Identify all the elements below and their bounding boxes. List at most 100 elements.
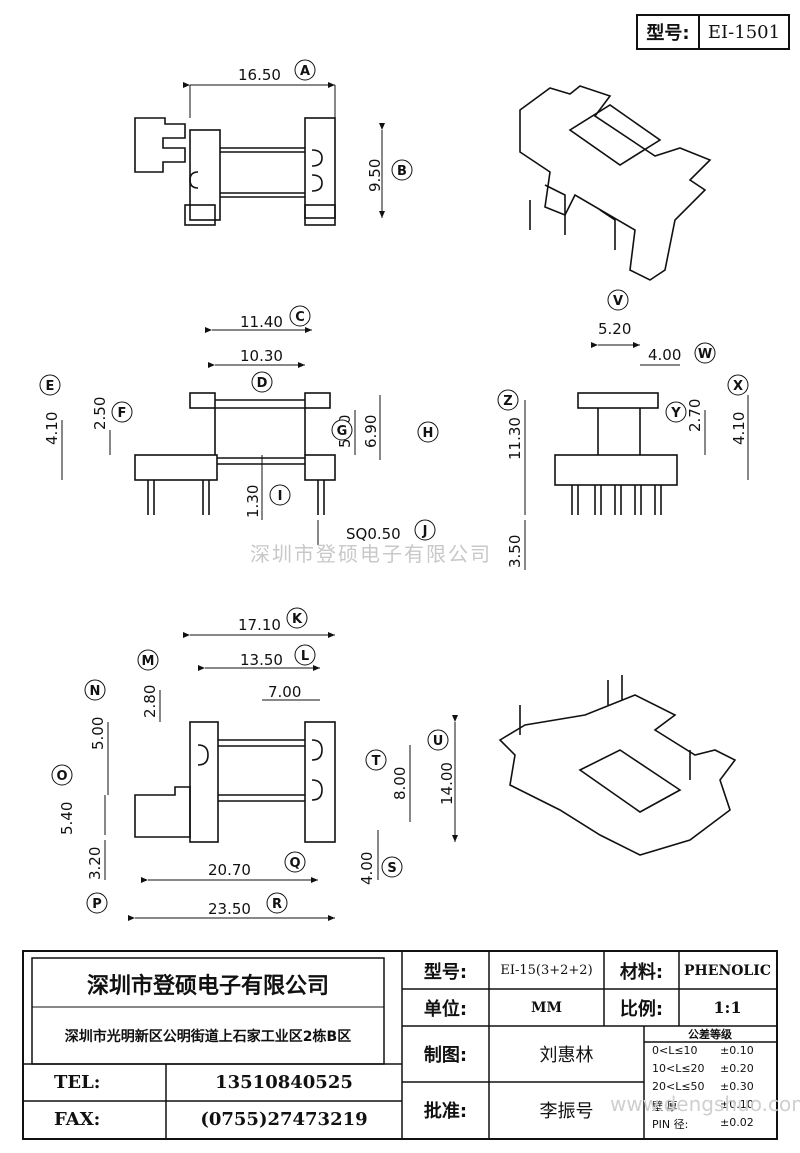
svg-text:A: A: [300, 64, 310, 79]
label-g-circle: G: [331, 419, 353, 441]
unit-value: MM: [531, 999, 562, 1016]
label-p-circle: P: [86, 892, 108, 914]
iso-view-bottom: [498, 675, 737, 856]
material-label: 材料:: [619, 961, 664, 983]
scale-label: 比例:: [619, 998, 664, 1020]
svg-text:C: C: [295, 310, 305, 325]
label-m-circle: M: [137, 649, 159, 671]
dim-d-value: 10.30: [240, 347, 283, 365]
svg-text:N: N: [90, 684, 101, 699]
dim-c-value: 11.40: [240, 313, 283, 331]
dim-n-value: 5.00: [89, 717, 107, 750]
dim-t-value: 8.00: [391, 767, 409, 800]
svg-text:I: I: [278, 489, 283, 504]
label-c-circle: C: [289, 305, 311, 327]
approved-label: 批准:: [423, 1101, 468, 1122]
svg-text:H: H: [423, 426, 434, 441]
tolerance-row: 0<L≤10±0.10: [652, 1044, 754, 1057]
svg-text:U: U: [433, 734, 444, 749]
svg-text:Z: Z: [503, 394, 512, 409]
label-h-circle: H: [417, 421, 439, 443]
model-label-tb: 型号:: [423, 961, 468, 983]
dim-b-value: 9.50: [366, 159, 384, 192]
unit-label: 单位:: [423, 998, 468, 1020]
dim-o-value: 7.00: [268, 683, 301, 701]
svg-text:M: M: [142, 654, 155, 669]
dim-v-value: 5.20: [598, 320, 631, 338]
technical-drawing: 16.50 11.40 10.30 SQ0.50 5.20 4.00 17.10…: [39, 59, 749, 921]
tolerance-title: 公差等级: [688, 1028, 732, 1041]
tolerance-table: 0<L≤10±0.10 10<L≤20±0.20 20<L≤50±0.30 壁 …: [652, 1044, 774, 1134]
svg-text:K: K: [292, 612, 303, 627]
drawn-value: 刘惠林: [539, 1045, 594, 1066]
svg-text:Q: Q: [289, 856, 300, 871]
model-value-tb: EI-15(3+2+2): [500, 963, 593, 978]
label-l-circle: L: [294, 644, 316, 666]
dim-l-value: 13.50: [240, 651, 283, 669]
tolerance-row: PIN 径:±0.02: [652, 1116, 754, 1131]
material-value: PHENOLIC: [684, 962, 771, 979]
dim-p-value: 3.20: [86, 847, 104, 880]
label-s-circle: S: [381, 856, 403, 878]
company-address: 深圳市光明新区公明街道上石家工业区2栋B区: [64, 1029, 352, 1045]
svg-text:O: O: [56, 769, 67, 784]
label-f-circle: F: [111, 401, 133, 423]
svg-text:L: L: [301, 649, 309, 664]
side-view: [554, 392, 678, 515]
dim-z-value: 11.30: [506, 417, 524, 460]
front-view: [134, 392, 336, 515]
tel-label: TEL:: [54, 1072, 101, 1093]
tolerance-row: 10<L≤20±0.20: [652, 1062, 754, 1075]
label-r-circle: R: [266, 892, 288, 914]
label-a-circle: A: [294, 59, 316, 81]
label-b-circle: B: [391, 159, 413, 181]
approved-value: 李振号: [539, 1101, 594, 1122]
dim-x-value: 4.10: [730, 412, 748, 445]
label-o-circle: O: [51, 764, 73, 786]
svg-text:T: T: [372, 754, 381, 769]
svg-text:S: S: [387, 861, 396, 876]
dim-w-value: 4.00: [648, 346, 681, 364]
label-u-circle: U: [427, 729, 449, 751]
label-k-circle: K: [286, 607, 308, 629]
scale-value: 1:1: [713, 998, 742, 1017]
label-e-circle: E: [39, 374, 61, 396]
svg-text:R: R: [272, 897, 282, 912]
svg-text:J: J: [422, 524, 428, 539]
svg-text:Y: Y: [670, 406, 681, 421]
tolerance-row: 20<L≤50±0.30: [652, 1080, 754, 1093]
label-q-circle: Q: [284, 851, 306, 873]
label-v-circle: V: [607, 289, 629, 311]
label-t-circle: T: [365, 749, 387, 771]
bottom-view: [134, 721, 336, 843]
dim-i-value: 1.30: [244, 485, 262, 518]
title-block: 深圳市登硕电子有限公司 深圳市光明新区公明街道上石家工业区2栋B区 TEL: 1…: [22, 950, 778, 1140]
title-block-grid: [24, 952, 776, 1138]
label-x-circle: X: [727, 374, 749, 396]
tel-value: 13510840525: [215, 1072, 353, 1093]
model-box: 型号: EI-1501: [636, 14, 790, 50]
top-view: [134, 117, 336, 226]
dim-s-value: 4.00: [358, 852, 376, 885]
dim-k-value: 17.10: [238, 616, 281, 634]
label-d-circle: D: [251, 371, 273, 393]
dim-z2-value: 3.50: [506, 535, 524, 568]
svg-text:W: W: [698, 347, 712, 362]
svg-text:V: V: [613, 294, 623, 309]
dim-y-value: 2.70: [686, 399, 704, 432]
svg-text:X: X: [733, 379, 743, 394]
dim-m-value: 2.80: [141, 685, 159, 718]
svg-text:G: G: [337, 424, 348, 439]
svg-text:D: D: [257, 376, 268, 391]
svg-text:B: B: [397, 164, 407, 179]
dim-q-value: 20.70: [208, 861, 251, 879]
label-n-circle: N: [84, 679, 106, 701]
watermark: 深圳市登硕电子有限公司: [250, 542, 492, 566]
model-label: 型号:: [638, 16, 700, 48]
tolerance-row: 壁 厚:±0.10: [652, 1098, 754, 1113]
svg-text:P: P: [92, 897, 102, 912]
label-y-circle: Y: [665, 401, 687, 423]
model-value: EI-1501: [707, 21, 781, 43]
label-j-circle: J: [414, 519, 436, 541]
dim-r-value: 23.50: [208, 900, 251, 918]
